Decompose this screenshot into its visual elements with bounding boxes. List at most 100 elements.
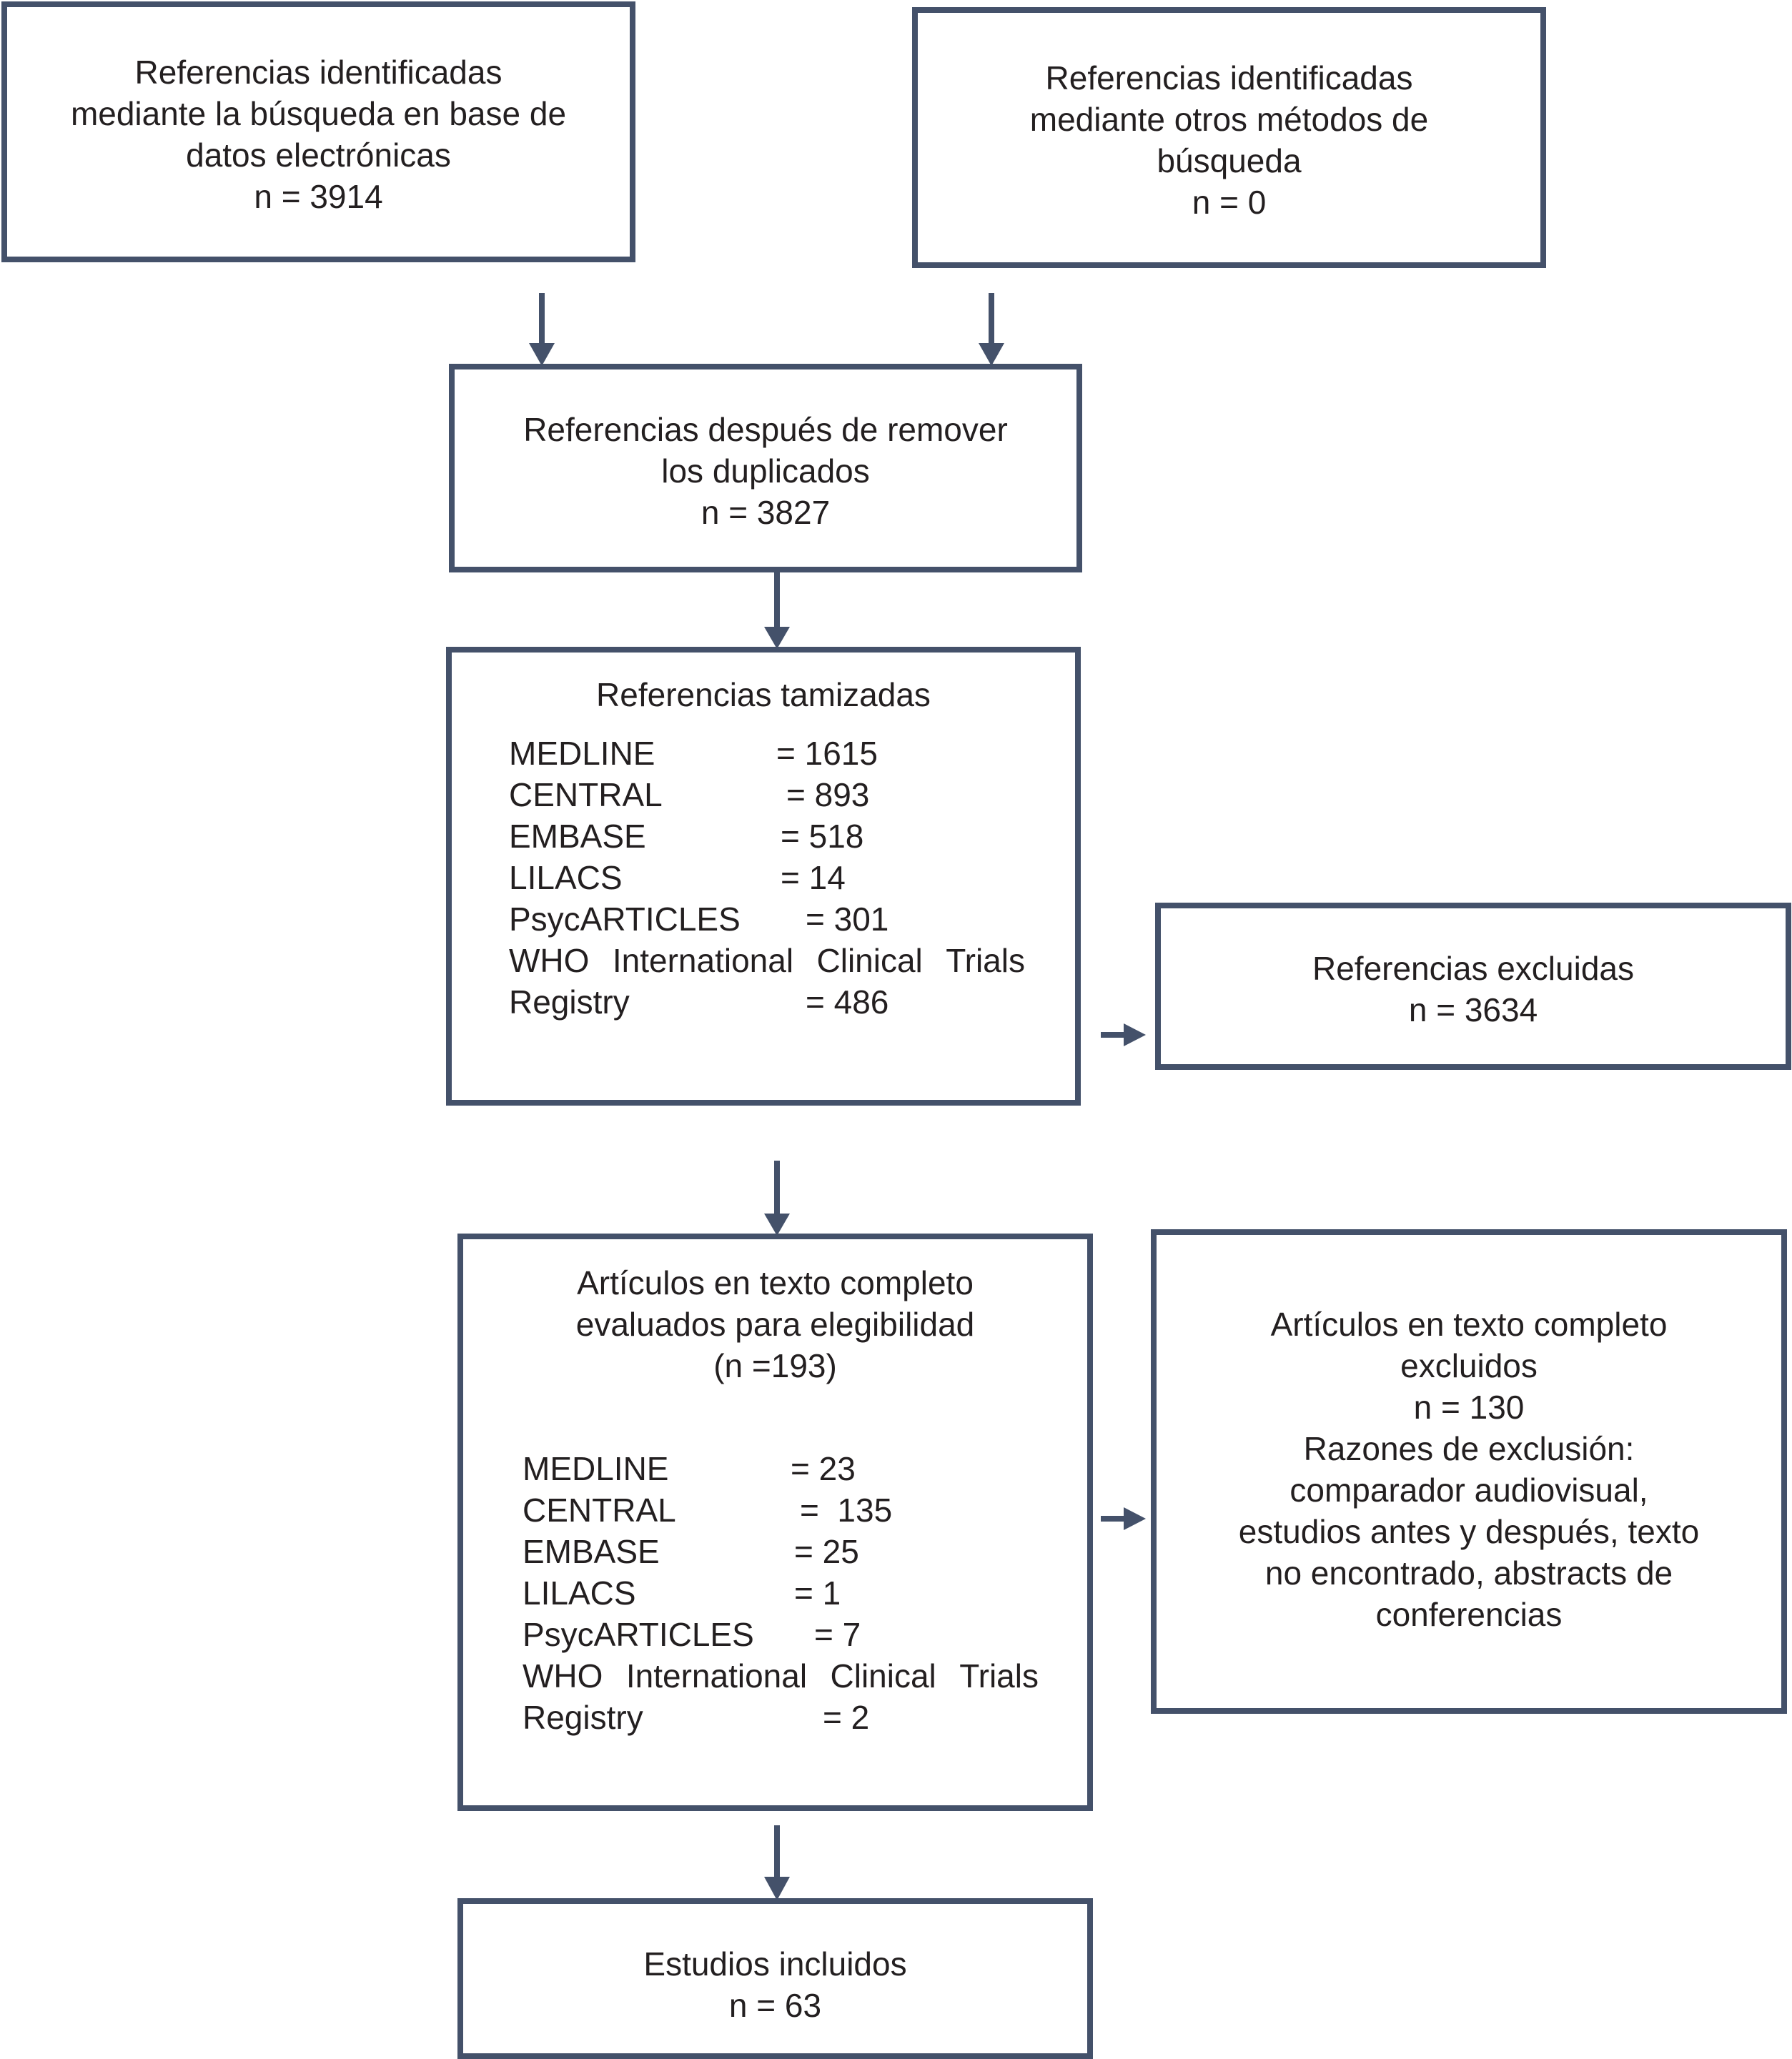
arrow-down-icon bbox=[529, 293, 555, 366]
source-value: = 1615 bbox=[776, 735, 878, 772]
list-item: PsycARTICLES = 301 bbox=[509, 898, 1025, 940]
who-word: WHO bbox=[509, 942, 590, 979]
list-item: WHO International Clinical Trials bbox=[523, 1655, 1039, 1697]
source-value: = 2 bbox=[823, 1699, 870, 1736]
text-line: mediante otros métodos de bbox=[1029, 101, 1429, 138]
fulltext-source-list: MEDLINE = 23 CENTRAL = 135 EMBASE = 25 L… bbox=[523, 1448, 1039, 1738]
who-word: Clinical bbox=[816, 942, 923, 979]
text-line: excluidos bbox=[1400, 1347, 1538, 1384]
who-line: WHO International Clinical Trials bbox=[509, 940, 1025, 981]
list-item: CENTRAL = 135 bbox=[523, 1489, 1039, 1531]
source-value: = 518 bbox=[781, 818, 864, 855]
screened-source-list: MEDLINE = 1615 CENTRAL = 893 EMBASE = 51… bbox=[509, 733, 1025, 1023]
who-word: Trials bbox=[946, 942, 1025, 979]
source-value: = 25 bbox=[794, 1533, 859, 1570]
box-screened-title: Referencias tamizadas bbox=[452, 674, 1075, 715]
count-line: n = 3827 bbox=[701, 494, 831, 531]
list-item: LILACS = 14 bbox=[509, 857, 1025, 898]
source-name: PsycARTICLES bbox=[523, 1616, 754, 1653]
arrow-down-icon bbox=[764, 572, 790, 649]
text-line: Estudios incluidos bbox=[643, 1945, 907, 1983]
count-line: n = 0 bbox=[1192, 184, 1267, 221]
text-line: búsqueda bbox=[1157, 142, 1302, 179]
arrow-down-icon bbox=[764, 1161, 790, 1236]
list-item: MEDLINE = 23 bbox=[523, 1448, 1039, 1489]
list-item: MEDLINE = 1615 bbox=[509, 733, 1025, 774]
source-name: MEDLINE bbox=[523, 1450, 669, 1487]
text-line: los duplicados bbox=[661, 452, 870, 490]
source-value: = 893 bbox=[786, 776, 870, 813]
list-item: EMBASE = 518 bbox=[509, 815, 1025, 857]
list-item: CENTRAL = 893 bbox=[509, 774, 1025, 815]
count-line: (n =193) bbox=[713, 1347, 837, 1384]
who-line: WHO International Clinical Trials bbox=[523, 1655, 1039, 1697]
source-value: = 7 bbox=[814, 1616, 861, 1653]
text-line: comparador audiovisual, bbox=[1289, 1472, 1648, 1509]
source-name: EMBASE bbox=[523, 1533, 660, 1570]
box-after-duplicates-text: Referencias después de remover los dupli… bbox=[455, 409, 1076, 533]
arrow-right-icon bbox=[1101, 1023, 1146, 1046]
text-line: estudios antes y después, texto bbox=[1238, 1513, 1700, 1550]
count-line: n = 130 bbox=[1413, 1389, 1525, 1426]
source-value: = 301 bbox=[806, 900, 889, 938]
source-name: Registry bbox=[523, 1699, 643, 1736]
text-line: Referencias excluidas bbox=[1312, 950, 1634, 987]
text-line: mediante la búsqueda en base de bbox=[70, 95, 567, 132]
source-name: CENTRAL bbox=[523, 1492, 676, 1529]
box-included-text: Estudios incluidos n = 63 bbox=[463, 1943, 1087, 2026]
box-identified-other-text: Referencias identificadas mediante otros… bbox=[918, 57, 1540, 223]
box-fulltext-assessed-title: Artículos en texto completo evaluados pa… bbox=[463, 1262, 1087, 1386]
who-word: International bbox=[612, 942, 794, 979]
who-word: WHO bbox=[523, 1657, 603, 1695]
screened-title: Referencias tamizadas bbox=[596, 676, 931, 713]
box-identified-databases: Referencias identificadas mediante la bú… bbox=[1, 1, 635, 262]
count-line: n = 3914 bbox=[254, 178, 383, 215]
arrow-right-icon bbox=[1101, 1507, 1146, 1530]
source-value: = 14 bbox=[781, 859, 846, 896]
box-fulltext-assessed: Artículos en texto completo evaluados pa… bbox=[457, 1234, 1093, 1811]
source-name: Registry bbox=[509, 983, 630, 1021]
source-value: = 486 bbox=[806, 983, 889, 1021]
text-line: Referencias identificadas bbox=[1045, 59, 1413, 96]
text-line: conferencias bbox=[1375, 1596, 1563, 1633]
source-value: = 1 bbox=[794, 1574, 841, 1612]
box-included: Estudios incluidos n = 63 bbox=[457, 1898, 1093, 2059]
box-identified-databases-text: Referencias identificadas mediante la bú… bbox=[7, 51, 630, 217]
list-item: EMBASE = 25 bbox=[523, 1531, 1039, 1572]
box-fulltext-excluded-text: Artículos en texto completo excluidos n … bbox=[1157, 1304, 1781, 1635]
source-name: LILACS bbox=[509, 859, 623, 896]
arrow-down-icon bbox=[979, 293, 1004, 366]
source-value: = 23 bbox=[791, 1450, 856, 1487]
source-name: LILACS bbox=[523, 1574, 636, 1612]
box-fulltext-excluded: Artículos en texto completo excluidos n … bbox=[1151, 1229, 1787, 1714]
box-excluded: Referencias excluidas n = 3634 bbox=[1155, 903, 1791, 1070]
source-value: = 135 bbox=[800, 1492, 893, 1529]
source-name: MEDLINE bbox=[509, 735, 655, 772]
list-item: Registry = 486 bbox=[509, 981, 1025, 1023]
source-name: EMBASE bbox=[509, 818, 646, 855]
box-screened: Referencias tamizadas MEDLINE = 1615 CEN… bbox=[446, 647, 1081, 1106]
text-line: datos electrónicas bbox=[186, 137, 451, 174]
list-item: Registry = 2 bbox=[523, 1697, 1039, 1738]
arrow-down-icon bbox=[764, 1825, 790, 1900]
count-line: n = 3634 bbox=[1408, 991, 1538, 1028]
who-word: Clinical bbox=[830, 1657, 936, 1695]
list-item: WHO International Clinical Trials bbox=[509, 940, 1025, 981]
box-identified-other: Referencias identificadas mediante otros… bbox=[912, 7, 1546, 268]
text-line: no encontrado, abstracts de bbox=[1264, 1554, 1673, 1592]
text-line: Artículos en texto completo bbox=[1270, 1306, 1668, 1343]
text-line: evaluados para elegibilidad bbox=[575, 1306, 975, 1343]
text-line: Referencias después de remover bbox=[523, 411, 1008, 448]
box-after-duplicates: Referencias después de remover los dupli… bbox=[449, 364, 1082, 572]
text-line: Artículos en texto completo bbox=[577, 1264, 974, 1301]
list-item: LILACS = 1 bbox=[523, 1572, 1039, 1614]
count-line: n = 63 bbox=[728, 1987, 822, 2024]
source-name: CENTRAL bbox=[509, 776, 663, 813]
who-word: Trials bbox=[959, 1657, 1039, 1695]
list-item: PsycARTICLES = 7 bbox=[523, 1614, 1039, 1655]
text-line: Referencias identificadas bbox=[134, 54, 503, 91]
box-excluded-text: Referencias excluidas n = 3634 bbox=[1161, 948, 1786, 1031]
text-line: Razones de exclusión: bbox=[1303, 1430, 1635, 1467]
source-name: PsycARTICLES bbox=[509, 900, 741, 938]
